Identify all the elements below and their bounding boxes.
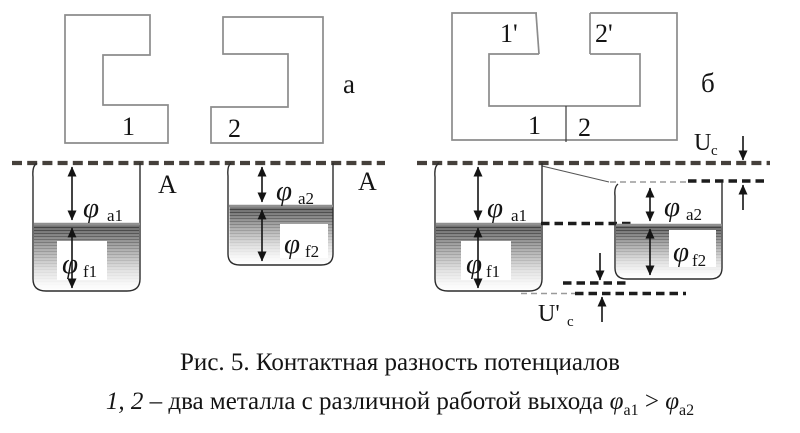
phi-f2-sub: f2 [305, 242, 319, 261]
phi-f2-symbol: φ [284, 228, 300, 260]
phi-a1-symbol: φ [83, 192, 99, 224]
caption-phi-1-sub: а1 [623, 402, 639, 419]
metal-1-label: 1 [122, 112, 135, 141]
phi-f1-symbol: φ [62, 248, 78, 280]
metal-1-prime-label: 1' [500, 19, 518, 48]
uc-sub: c [711, 143, 718, 159]
uc-symbol: U [694, 130, 711, 156]
phi-b-a2-symbol: φ [664, 191, 680, 223]
phi-a2-symbol: φ [276, 175, 292, 207]
well-b2: φ a2 φ f2 [614, 182, 723, 280]
phi-b-a1-symbol: φ [487, 192, 503, 224]
well-a2-label-box [280, 224, 328, 258]
caption-phi-2-sub: а2 [679, 402, 695, 419]
phi-b-a2-sub: a2 [686, 205, 702, 224]
phi-a2-sub: a2 [298, 189, 314, 208]
well-b2-label-box [669, 230, 716, 267]
uc-prime-symbol: U' [538, 301, 560, 327]
contact-slope-line [541, 165, 610, 183]
metal-2-label: 2 [228, 114, 241, 143]
vacuum-label-a-right: A [358, 167, 377, 196]
phi-a1-sub: a1 [107, 206, 123, 225]
phi-b-f1-symbol: φ [466, 248, 482, 280]
joined-metals-slot-left [535, 12, 540, 55]
well-b2-outline [614, 182, 723, 280]
joined-metals-inner-outline [488, 53, 641, 107]
metal-2-label-b: 2 [578, 113, 591, 142]
well-a2: φ a2 φ f2 [227, 162, 334, 266]
figure-caption-title: Рис. 5. Контактная разность потенциалов [180, 349, 620, 376]
phi-b-f1-sub: f1 [486, 262, 500, 281]
caption-text: – два металла с различной работой выхода [143, 388, 610, 415]
well-a1-outline [32, 162, 141, 292]
well-b1-outline [434, 162, 543, 292]
figure-caption-legend: 1, 2 – два металла с различной работой в… [0, 388, 800, 420]
well-a2-outline [227, 162, 334, 266]
joined-metals-outer-outline [451, 12, 678, 141]
metal-2-outline [210, 16, 324, 144]
well-b1-label-box [461, 241, 511, 280]
well-b1: φ a1 φ f1 [434, 162, 543, 292]
caption-phi-2: φ [665, 388, 680, 415]
well-a1-label-box [57, 241, 107, 280]
panel-b: 1' 2' 1 2 б U c φ a1 φ f1 [417, 12, 770, 330]
phi-b-f2-symbol: φ [673, 236, 689, 268]
vacuum-label-a-left: A [158, 170, 177, 199]
panel-a-letter: а [343, 69, 355, 99]
metal-1-outline [64, 14, 169, 144]
phi-f1-sub: f1 [83, 262, 97, 281]
panel-b-letter: б [701, 68, 715, 98]
metal-1-label-b: 1 [528, 111, 541, 140]
phi-b-a1-sub: a1 [511, 206, 527, 225]
panel-a: 1 2 а A A φ a1 φ f1 [12, 14, 385, 292]
metal-2-prime-label: 2' [595, 19, 613, 48]
caption-greater-than: > [638, 388, 666, 415]
uc-prime-sub: c [567, 314, 574, 330]
caption-phi-1: φ [609, 388, 624, 415]
caption-metal-numbers: 1, 2 [105, 388, 144, 415]
phi-b-f2-sub: f2 [692, 251, 706, 270]
well-a1: φ a1 φ f1 [32, 162, 141, 292]
